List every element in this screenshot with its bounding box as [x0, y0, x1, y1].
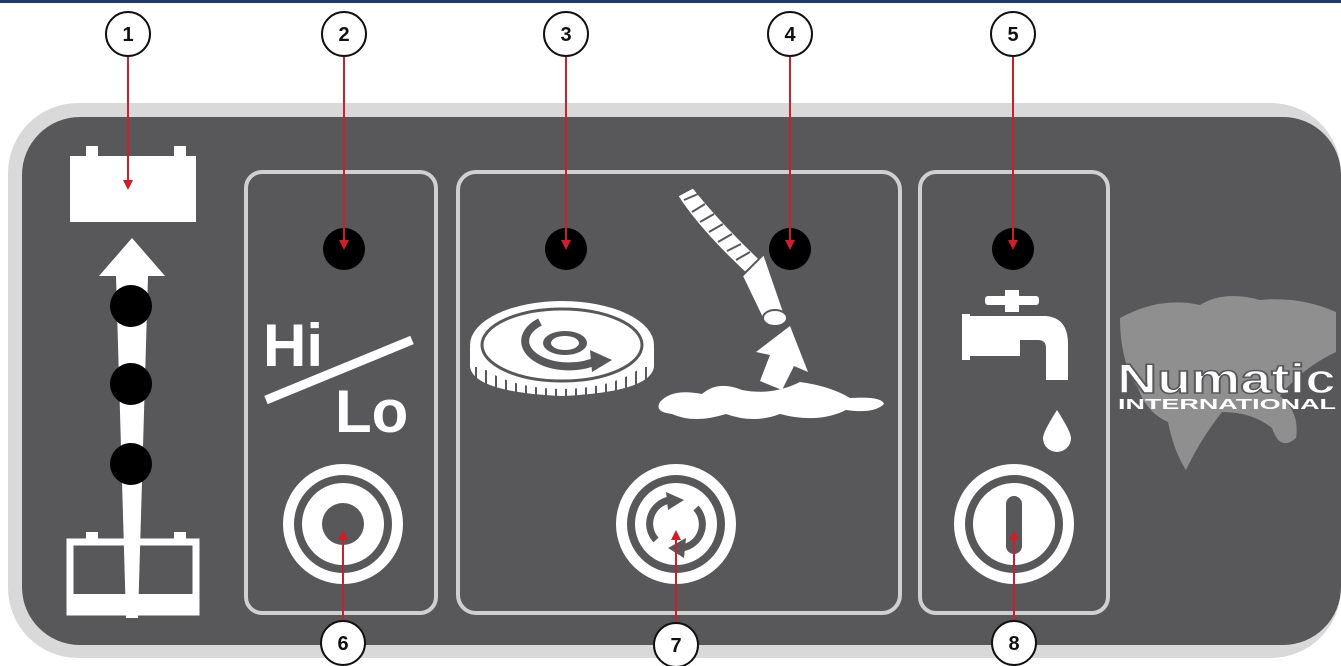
svg-text:2: 2: [338, 24, 349, 46]
brand-name: Numatic: [1117, 355, 1336, 402]
callout-1: 1: [106, 12, 150, 56]
battery-full-icon: [70, 146, 196, 222]
callout-7: 7: [654, 623, 698, 666]
svg-text:6: 6: [337, 633, 348, 655]
callout-6: 6: [321, 621, 365, 665]
callout-8: 8: [992, 621, 1036, 665]
speed-hi-label: Hi: [263, 312, 323, 379]
callout-3: 3: [544, 12, 588, 56]
battery-level-led-mid: [110, 363, 152, 405]
svg-text:8: 8: [1008, 633, 1019, 655]
svg-text:5: 5: [1007, 24, 1018, 46]
svg-text:3: 3: [560, 24, 571, 46]
svg-text:7: 7: [670, 635, 681, 657]
battery-level-led-high: [110, 285, 152, 327]
floor-brush-icon: [470, 301, 654, 397]
callout-4: 4: [768, 12, 812, 56]
callout-5: 5: [991, 12, 1035, 56]
svg-text:1: 1: [122, 24, 133, 46]
speed-lo-label: Lo: [335, 378, 408, 445]
brand-subtitle: INTERNATIONAL: [1118, 396, 1336, 413]
battery-level-led-low: [110, 443, 152, 485]
callout-2: 2: [322, 12, 366, 56]
svg-text:4: 4: [784, 24, 796, 46]
